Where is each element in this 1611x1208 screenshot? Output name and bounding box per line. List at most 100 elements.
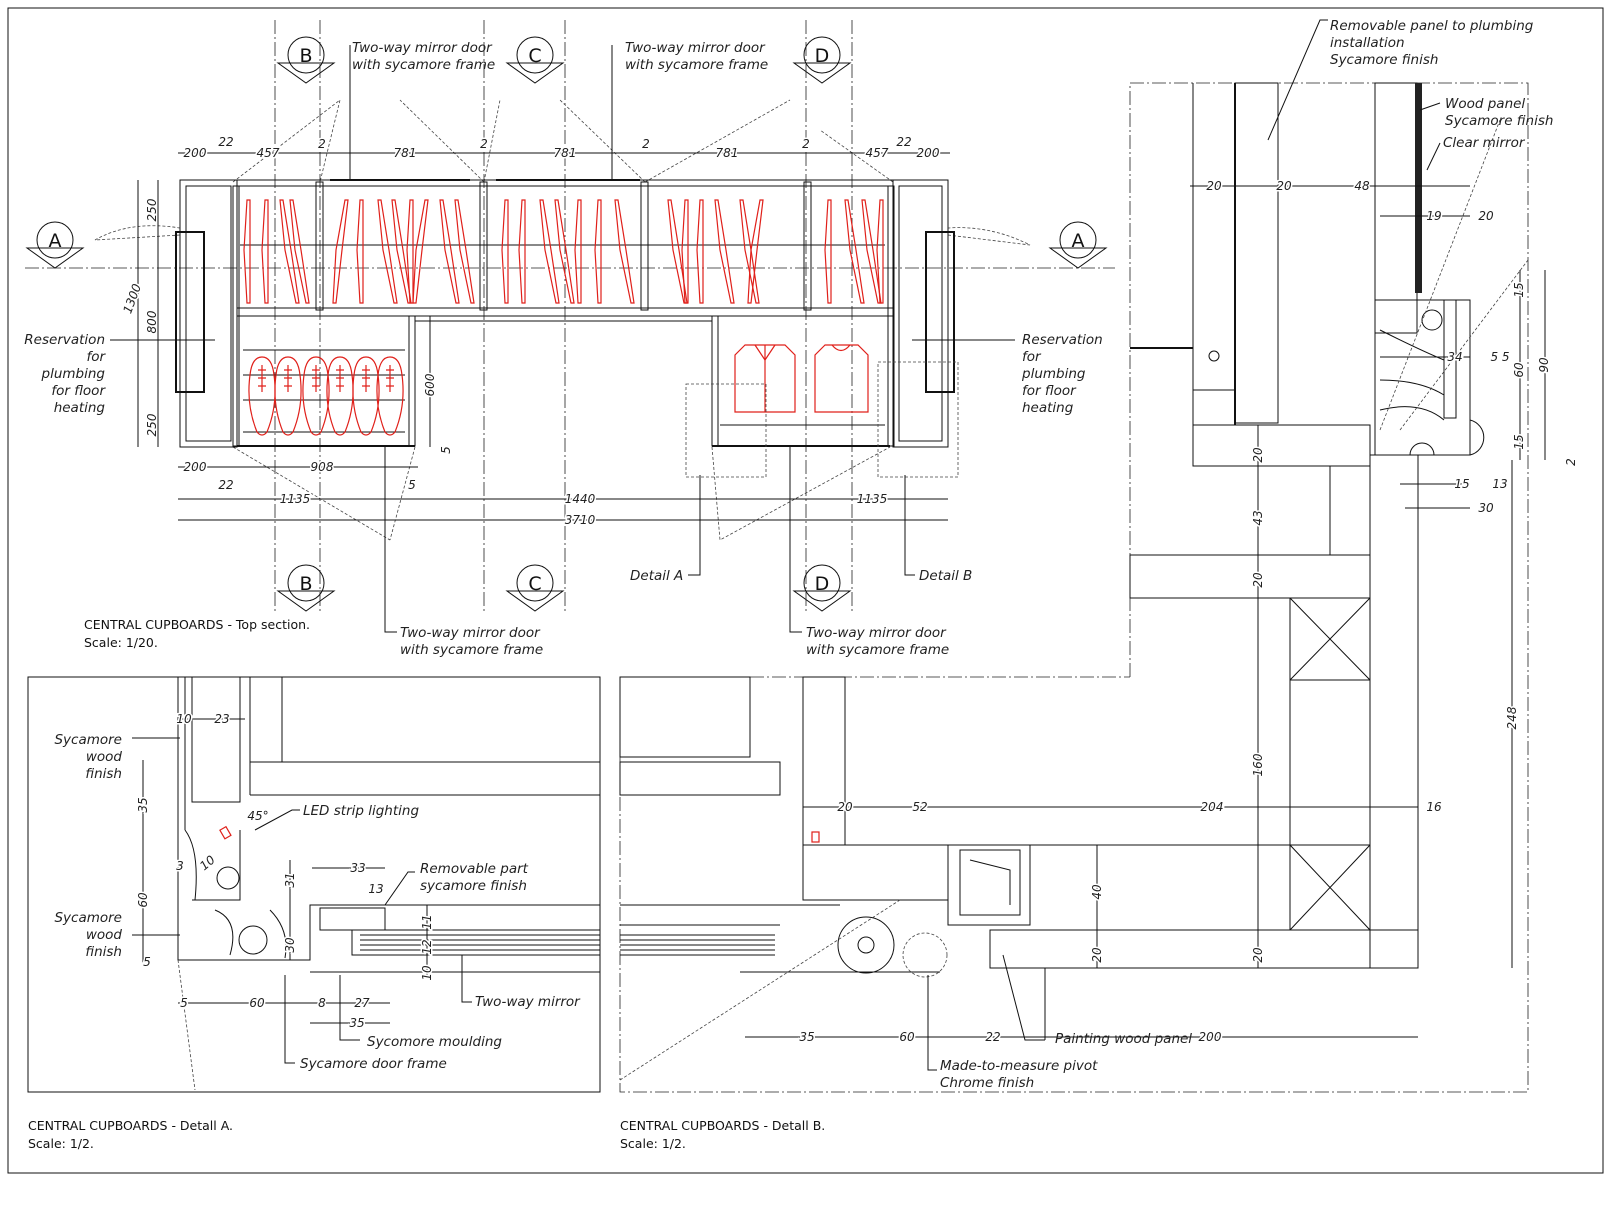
dimension-label: 10 bbox=[420, 965, 434, 981]
callout-line: for bbox=[86, 349, 106, 365]
callout-line: finish bbox=[85, 944, 122, 960]
dimension-label: 3 bbox=[176, 859, 184, 873]
hanger-icon bbox=[739, 199, 760, 304]
detail-a-drawing bbox=[132, 676, 601, 1091]
hanger-icon bbox=[406, 199, 414, 304]
hangers-icon bbox=[243, 199, 884, 304]
dimension-label: 16 bbox=[1426, 800, 1442, 814]
callout-line: with sycamore frame bbox=[352, 57, 495, 73]
hanger-icon bbox=[574, 199, 582, 304]
dimension-label: 248 bbox=[1505, 706, 1519, 729]
hanger-icon bbox=[518, 199, 526, 304]
dimension-label: 22 bbox=[218, 135, 233, 149]
dimension-label: 15 bbox=[1512, 434, 1526, 449]
section-marker-label: B bbox=[299, 573, 312, 595]
dimension-label: 2 bbox=[318, 137, 326, 151]
dimension-label: 10 bbox=[176, 712, 192, 726]
callout-line: plumbing bbox=[1021, 366, 1086, 382]
dimension-label: 20 bbox=[1206, 179, 1222, 193]
hanger-icon bbox=[876, 199, 884, 304]
dimension-label: 1300 bbox=[120, 282, 144, 316]
dimension-label: 204 bbox=[1201, 800, 1224, 814]
section-marker-label: C bbox=[528, 45, 541, 67]
callout-line: Chrome finish bbox=[940, 1075, 1034, 1091]
dimension-label: 20 bbox=[1251, 447, 1265, 463]
dimension-label: 20 bbox=[1090, 947, 1104, 963]
dimension-label: 60 bbox=[899, 1030, 915, 1044]
dimension-label: 781 bbox=[716, 146, 739, 160]
dimension-label: 2 bbox=[802, 137, 810, 151]
dimension-label: 5 bbox=[143, 955, 151, 969]
shoe-icon bbox=[376, 356, 404, 436]
hanger-icon bbox=[681, 199, 689, 304]
callout-clear-mirror: Clear mirror bbox=[1443, 135, 1526, 151]
dimension-label: 5 bbox=[408, 478, 416, 492]
hanger-icon bbox=[539, 199, 560, 304]
detail-b-drawing bbox=[619, 19, 1546, 1081]
callout-line: heating bbox=[54, 400, 106, 416]
hanger-icon bbox=[279, 199, 300, 304]
dimension-label: 35 bbox=[136, 797, 150, 812]
shoes-icon bbox=[248, 356, 404, 436]
hanger-icon bbox=[696, 199, 704, 304]
view-frames bbox=[27, 82, 1529, 1093]
dimension-label: 22 bbox=[218, 478, 233, 492]
hanger-icon bbox=[356, 199, 364, 304]
hanger-icon bbox=[454, 199, 475, 304]
dimension-label: 200 bbox=[184, 146, 207, 160]
hanger-icon bbox=[844, 199, 865, 304]
callout-detail-a-ref: Detail A bbox=[630, 568, 683, 584]
hanger-icon bbox=[747, 199, 764, 304]
callout-line: installation bbox=[1330, 35, 1405, 51]
section-marker-label: A bbox=[49, 230, 62, 252]
section-marker-label: C bbox=[528, 573, 541, 595]
dimension-label: 19 bbox=[1426, 209, 1441, 223]
hanger-icon bbox=[594, 199, 602, 304]
section-marker-a: A bbox=[1048, 221, 1108, 269]
detail-a-scale: Scale: 1/2. bbox=[28, 1136, 94, 1151]
hanger-icon bbox=[614, 199, 635, 304]
hanger-icon bbox=[332, 199, 349, 304]
dimension-label: 20 bbox=[1478, 209, 1494, 223]
callout-line: for floor bbox=[1022, 383, 1077, 399]
callout-line: Sycamore finish bbox=[1445, 113, 1553, 129]
dimension-label: 1135 bbox=[857, 492, 888, 506]
shirts-icon bbox=[734, 344, 869, 413]
section-marker-d: D bbox=[792, 564, 852, 612]
callout-led-strip: LED strip lighting bbox=[303, 803, 419, 819]
shoe-laces-icon bbox=[258, 365, 266, 392]
section-marker-label: B bbox=[299, 45, 312, 67]
detail-b-scale: Scale: 1/2. bbox=[620, 1136, 686, 1151]
section-marker-label: D bbox=[815, 45, 830, 67]
callout-line: Sycamore finish bbox=[1330, 52, 1438, 68]
shoe-icon bbox=[274, 356, 302, 436]
callout-line: Two-way mirror door bbox=[400, 625, 541, 641]
dimension-label: 200 bbox=[1199, 1030, 1222, 1044]
dimension-label: 90 bbox=[1537, 357, 1551, 373]
dimension-label: 781 bbox=[554, 146, 577, 160]
detail-b-title: CENTRAL CUPBOARDS - Detall B. bbox=[620, 1118, 825, 1133]
callout-line: LED strip lighting bbox=[303, 803, 419, 819]
hanger-icon bbox=[261, 199, 269, 304]
dimension-label: 3710 bbox=[565, 513, 596, 527]
callout-line: finish bbox=[85, 766, 122, 782]
dimension-label: 22 bbox=[896, 135, 911, 149]
dimension-label: 20 bbox=[1251, 947, 1265, 963]
dimension-label: 13 bbox=[1492, 477, 1507, 491]
hanger-icon bbox=[861, 199, 882, 304]
hanger-icon bbox=[824, 199, 832, 304]
hanger-icon bbox=[714, 199, 735, 304]
shoe-laces-icon bbox=[362, 365, 370, 392]
shoe-icon bbox=[302, 356, 330, 436]
callout-line: Sycamore bbox=[54, 910, 122, 926]
shoe-laces-icon bbox=[386, 365, 394, 392]
shoe-laces-icon bbox=[336, 365, 344, 392]
hanger-icon bbox=[501, 199, 509, 304]
shoe-icon bbox=[352, 356, 380, 436]
hanger-icon bbox=[412, 199, 429, 304]
